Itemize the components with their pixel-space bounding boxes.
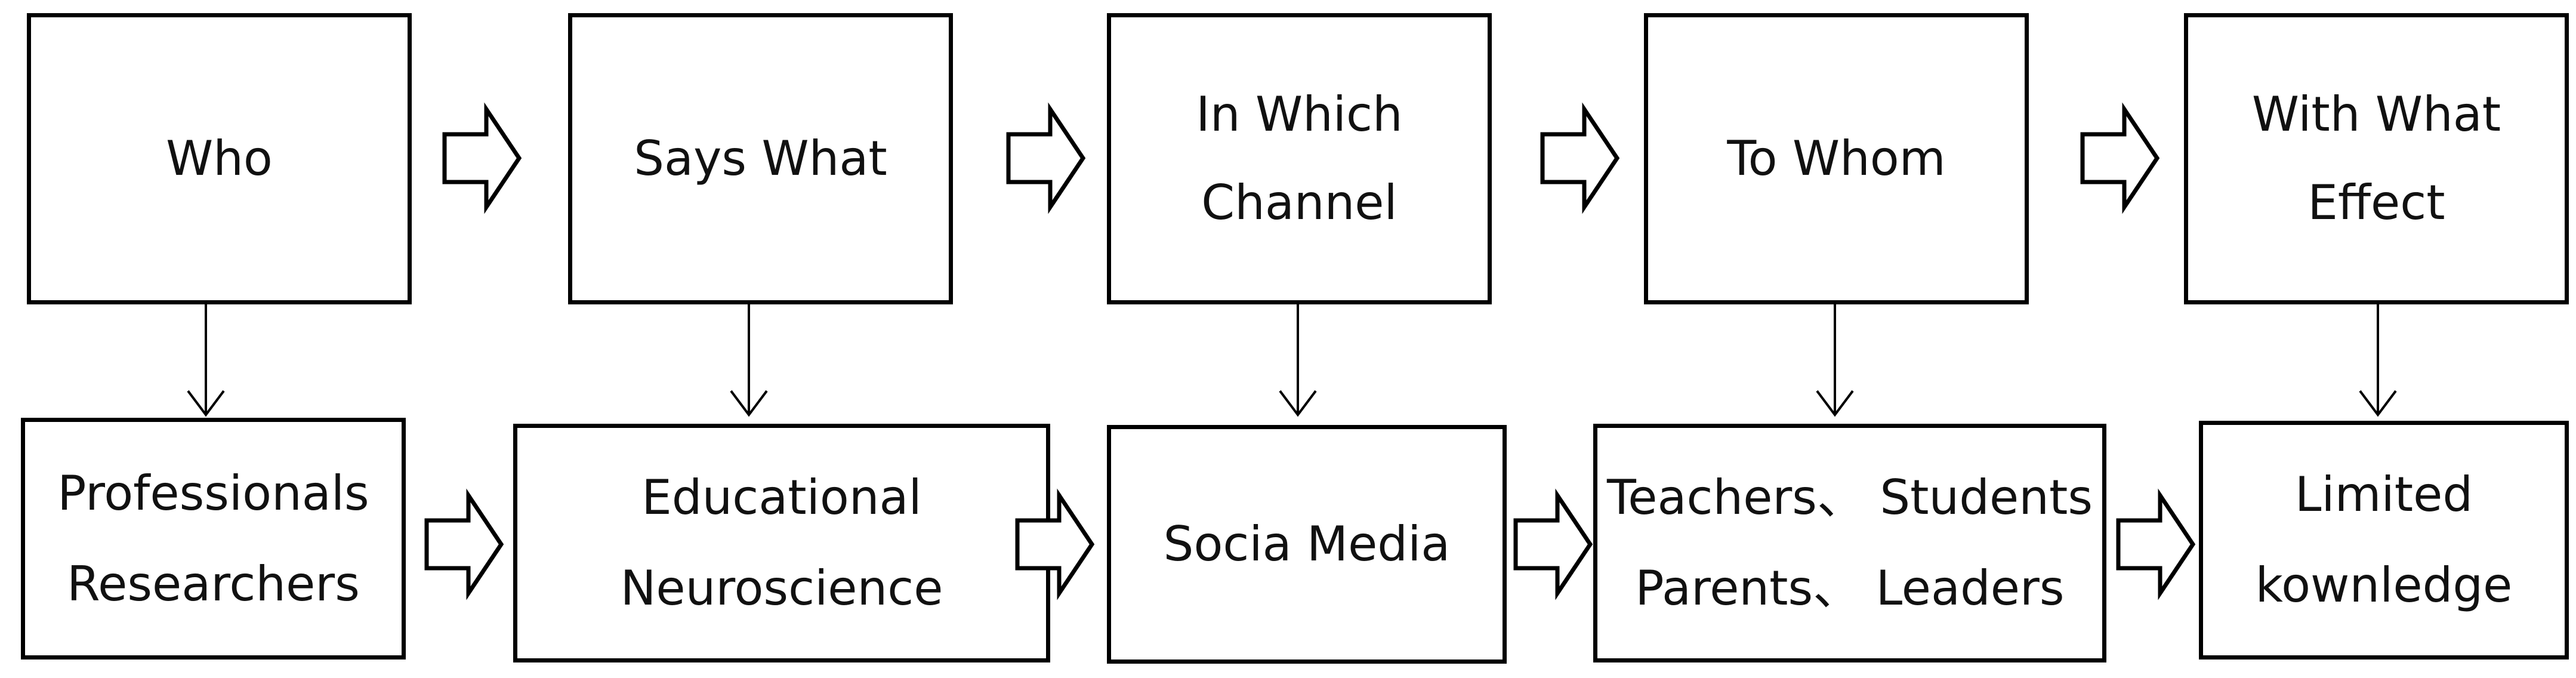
- arrow-who-to-says-what: [445, 109, 519, 207]
- arrow-neuroscience-to-media: [1017, 495, 1092, 593]
- box-professionals-text-1: Professionals: [57, 465, 369, 521]
- arrow-channel-to-whom: [1542, 109, 1617, 207]
- box-to-whom: To Whom: [1644, 13, 2029, 304]
- arrow-who-down: [187, 303, 225, 416]
- box-effect-text-2: Effect: [2307, 175, 2445, 230]
- box-socia-media: Socia Media: [1107, 425, 1507, 664]
- box-to-whom-text: To Whom: [1727, 131, 1946, 186]
- box-limited-knowledge: Limited kownledge: [2199, 421, 2569, 659]
- box-socia-media-text: Socia Media: [1163, 516, 1451, 572]
- box-who: Who: [27, 13, 412, 304]
- box-neuro-text-1: Educational: [641, 470, 922, 525]
- arrow-media-to-audience: [1516, 495, 1590, 593]
- box-says-what: Says What: [568, 13, 953, 304]
- box-audience-text-1: Teachers、 Students: [1606, 470, 2093, 525]
- arrow-effect-down: [2359, 303, 2397, 416]
- box-neuro-text-2: Neuroscience: [620, 560, 943, 616]
- box-professionals-text-2: Researchers: [67, 556, 360, 612]
- box-educational-neuroscience: Educational Neuroscience: [513, 424, 1050, 662]
- box-says-what-text: Says What: [634, 131, 887, 186]
- box-effect-text-1: With What: [2251, 87, 2501, 142]
- arrow-audience-to-knowledge: [2118, 495, 2193, 593]
- box-limited-text-1: Limited: [2294, 467, 2473, 522]
- arrow-to-whom-down: [1816, 303, 1854, 416]
- box-channel-text-1: In Which: [1196, 87, 1403, 142]
- arrow-says-what-down: [730, 303, 768, 416]
- arrow-professionals-to-neuroscience: [427, 495, 501, 593]
- arrow-whom-to-effect: [2083, 109, 2157, 207]
- box-audience-text-2: Parents、 Leaders: [1635, 560, 2065, 616]
- box-channel-text-2: Channel: [1201, 175, 1397, 230]
- box-audience: Teachers、 Students Parents、 Leaders: [1593, 424, 2106, 662]
- box-limited-text-2: kownledge: [2255, 557, 2513, 613]
- box-who-text: Who: [166, 131, 273, 186]
- arrow-says-what-to-channel: [1008, 109, 1083, 207]
- arrow-channel-down: [1279, 303, 1317, 416]
- box-with-what-effect: With What Effect: [2184, 13, 2569, 304]
- box-professionals-researchers: Professionals Researchers: [21, 418, 406, 659]
- box-in-which-channel: In Which Channel: [1107, 13, 1492, 304]
